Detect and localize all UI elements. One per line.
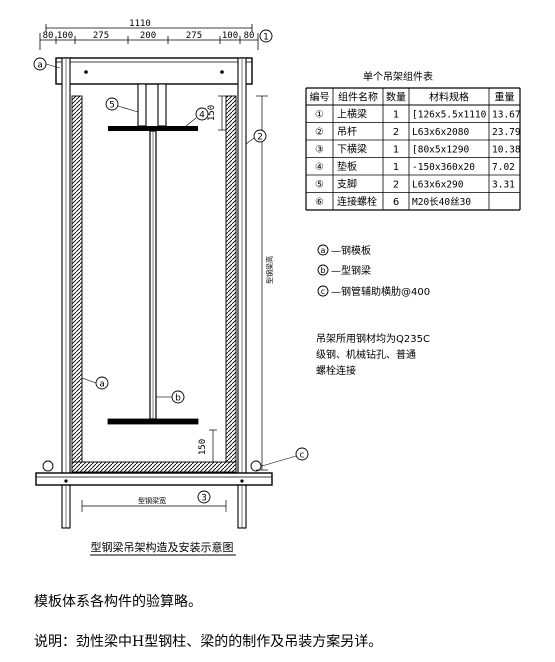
table-cell-id: ⑥ — [315, 197, 324, 208]
marker-4-label: 4 — [199, 111, 205, 121]
marker-a-inner-label: a — [99, 380, 105, 390]
table-cell-qty: 6 — [393, 197, 399, 208]
note-line-2: 级钢、机械钻孔、普通 — [316, 348, 416, 361]
table-cell-name: 连接螺栓 — [337, 195, 377, 208]
table-cell-spec: L63x6x2080 — [412, 127, 469, 138]
marker-4-circle — [195, 107, 209, 121]
table-header-cell: 数量 — [386, 91, 406, 104]
dimension-seg-1: 80 — [43, 31, 54, 41]
beam-height-label: 型钢梁高 — [265, 256, 274, 284]
beam-width-dim — [81, 500, 227, 512]
dim-150-top — [218, 95, 226, 131]
table-header-cell: 材料规格 — [429, 91, 469, 104]
dimension-seg-4: 200 — [140, 31, 156, 41]
beam-width-label: 型钢梁宽 — [138, 496, 166, 505]
table-cell-spec: [80x5x1290 — [412, 145, 469, 156]
beam-height-dim — [256, 95, 268, 471]
marker-b-label: b — [175, 394, 181, 404]
table-cell-name: 垫板 — [337, 160, 357, 173]
table-cell-id: ④ — [315, 162, 324, 173]
dim-150-bottom-label: 150 — [198, 439, 208, 455]
note-line-1: 吊架所用钢材均为Q235C — [316, 332, 430, 345]
marker-1-label: 1 — [263, 33, 269, 43]
marker-c-label: c — [300, 451, 305, 461]
table-cell-qty: 2 — [393, 180, 399, 191]
formwork-bottom — [71, 461, 237, 473]
table-cell-qty: 2 — [393, 127, 399, 138]
marker-3-circle — [197, 490, 211, 504]
marker-2-circle — [253, 129, 267, 143]
support-legs — [137, 83, 167, 127]
table-header-cell: 组件名称 — [338, 91, 378, 104]
table-cell-weight: 13.67 — [492, 110, 521, 121]
table-cell-id: ③ — [315, 145, 324, 156]
table-title: 单个吊架组件表 — [363, 70, 433, 83]
document-text: 模板体系各构件的验算略。 说明：劲性梁中H型钢柱、梁的的制作及吊装方案另详。 — [34, 582, 534, 662]
marker-c-circle — [295, 447, 309, 461]
bearing-plate — [108, 126, 198, 131]
legend-b-text: —型钢梁 — [331, 264, 371, 277]
table-cell-name: 支脚 — [337, 178, 357, 191]
component-table-text: 编号组件名称数量 材料规格 重量 ① 上横梁 1 [126x5.5x1110 13.67 ② 吊杆… — [310, 91, 521, 209]
table-cell-spec: [126x5.5x1110 — [412, 110, 487, 121]
table-cell-weight: 3.31 — [492, 180, 515, 191]
legend-a-circle — [317, 244, 329, 256]
text-line-1: 模板体系各构件的验算略。 — [34, 594, 202, 610]
marker-3-label: 3 — [201, 494, 207, 504]
legend-c-text: —钢管辅助横肋@400 — [331, 285, 430, 298]
dimension-seg-6: 100 — [222, 31, 238, 41]
table-cell-weight: 10.38 — [492, 145, 521, 156]
table-cell-name: 下横梁 — [337, 143, 367, 156]
table-cell-id: ⑤ — [315, 180, 324, 191]
marker-1-circle — [259, 29, 273, 43]
table-cell-name: 上横梁 — [337, 108, 367, 121]
dimension-chain — [39, 24, 259, 50]
lower-bolts — [64, 479, 244, 483]
dim-150-top-label: 150 — [207, 105, 217, 121]
marker-5-label: 5 — [109, 101, 115, 111]
marker-5-circle — [105, 97, 119, 111]
legend-a-mark: a — [321, 246, 326, 255]
table-header-cell: 编号 — [310, 91, 330, 104]
table-cell-spec: M20长40丝30 — [412, 196, 471, 208]
dimension-seg-2: 100 — [57, 31, 73, 41]
formwork-right — [225, 95, 237, 473]
drawing-caption: 型钢梁吊架构造及安装示意图 — [91, 540, 234, 554]
table-cell-qty: 1 — [393, 110, 399, 121]
table-cell-id: ① — [315, 110, 324, 121]
text-line-2: 说明：劲性梁中H型钢柱、梁的的制作及吊装方案另详。 — [34, 634, 383, 650]
marker-a-top-label: a — [37, 61, 43, 71]
dimension-total: 1110 — [129, 19, 151, 29]
legend-c-mark: c — [321, 287, 325, 296]
dim-150-bottom — [209, 429, 217, 463]
table-cell-weight: 23.79 — [492, 127, 521, 138]
formwork-left — [71, 95, 83, 473]
table-cell-id: ② — [315, 127, 324, 138]
table-cell-spec: -150x360x20 — [412, 162, 475, 173]
table-cell-qty: 1 — [393, 145, 399, 156]
legend: a —钢模板 b —型钢梁 c —钢管辅助横肋@400 — [317, 244, 430, 298]
table-header-cell: 重量 — [495, 91, 515, 104]
legend-a-text: —钢模板 — [331, 244, 371, 257]
table-cell-weight: 7.02 — [492, 162, 515, 173]
tube-ribs — [42, 460, 262, 472]
dimension-seg-3: 275 — [93, 31, 109, 41]
lower-crossbeam — [35, 472, 273, 486]
component-table-grid — [305, 87, 521, 211]
dimension-seg-5: 275 — [186, 31, 202, 41]
legend-c-circle — [317, 285, 329, 297]
marker-2-label: 2 — [257, 133, 263, 143]
table-cell-name: 吊杆 — [337, 126, 357, 138]
note-line-3: 螺栓连接 — [316, 364, 356, 377]
legend-b-circle — [317, 264, 329, 276]
table-cell-spec: L63x6x290 — [412, 180, 464, 191]
marker-a-top-circle — [33, 57, 47, 71]
table-cell-qty: 1 — [393, 162, 399, 173]
legend-b-mark: b — [320, 266, 325, 275]
dimension-seg-7: 80 — [244, 31, 255, 41]
